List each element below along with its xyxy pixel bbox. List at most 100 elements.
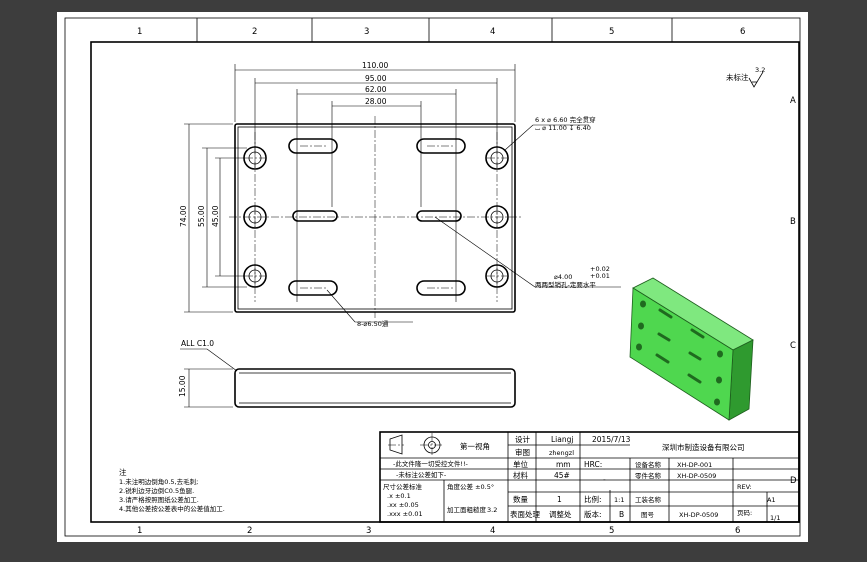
row-label-d: D — [790, 476, 797, 486]
col-label-5-bottom: 5 — [609, 526, 614, 536]
label-page: 页码: — [737, 509, 752, 517]
note-line-3: 3.请严格按照图纸公差加工. — [119, 495, 199, 504]
dim-28: 28.00 — [365, 97, 387, 106]
dim-15: 15.00 — [178, 375, 187, 397]
hole-top-right — [485, 146, 509, 170]
notes-block: 注 1.未注明边倒角0.5,去毛刺; 2.锐利边牙边倒C0.5鱼腿. 3.请严格… — [119, 467, 225, 513]
hole-mid-left — [243, 205, 267, 229]
col-label-2: 2 — [252, 27, 257, 37]
hole-bottom-left — [243, 264, 267, 288]
col-label-6: 6 — [740, 27, 745, 37]
tolerance-heading: -未标注公差如下- — [396, 470, 447, 479]
dim-45: 45.00 — [211, 205, 220, 227]
label-review: 审图 — [515, 447, 530, 457]
label-scale: 比例: — [584, 494, 602, 504]
chamfer-note: ALL C1.0 — [181, 339, 214, 348]
scale-value: 1:1 — [614, 496, 624, 504]
row-label-c: C — [790, 341, 796, 351]
title-block: 第一视角 -此文件隆一切受控文件!!- -未标注公差如下- 尺寸公差标准 角度公… — [379, 431, 800, 523]
col-label-6-bottom: 6 — [735, 526, 740, 536]
tol-row-1: .x ±0.1 — [387, 492, 411, 500]
tol-angle: 角度公差 ±0.5° — [447, 482, 494, 491]
iso-slots — [655, 308, 705, 384]
tol-surface: 加工面粗糙度 — [447, 505, 487, 514]
zone-ticks — [196, 18, 800, 413]
first-angle-projection-icon — [388, 433, 444, 457]
qty-value: 1 — [557, 495, 562, 504]
label-rev: REV: — [737, 483, 752, 491]
counterbore-callout: ⌴ ⌀ 11.00 ↧ 6.40 — [535, 124, 591, 132]
col-label-3: 3 — [364, 27, 369, 37]
label-part-name: 零件名称 — [635, 471, 662, 480]
col-label-3-bottom: 3 — [366, 526, 371, 536]
drawing-no-value: XH-DP-0509 — [679, 511, 718, 519]
dim-55: 55.00 — [197, 205, 206, 227]
company-name: 深圳市制造设备有限公司 — [662, 442, 745, 452]
roughness-symbol-icon — [748, 71, 764, 88]
tol-standard: 尺寸公差标准 — [383, 482, 423, 491]
note-line-1: 1.未注明边倒角0.5,去毛刺; — [119, 477, 198, 486]
outer-border — [64, 17, 801, 537]
label-version: 版本: — [584, 509, 602, 519]
label-station-name: 工装名称 — [635, 495, 662, 504]
roughness-label: 未标注 — [726, 72, 749, 82]
col-label-2-bottom: 2 — [247, 526, 252, 536]
page-value: 1/1 — [770, 514, 780, 522]
surface-value: 调整处 — [549, 509, 572, 519]
controlled-note: -此文件隆一切受控文件!!- — [393, 459, 469, 468]
side-view: ALL C1.0 15.00 — [178, 339, 516, 408]
iso-front-face — [629, 287, 734, 421]
hole-bottom-right — [485, 264, 509, 288]
zone-row-labels: A B C D — [790, 96, 797, 486]
iso-holes — [636, 300, 723, 406]
hole-mid-right — [485, 205, 509, 229]
designer-value: Liangj — [551, 435, 573, 444]
pin-dia: ⌀4.00 — [554, 273, 572, 281]
top-view: 110.00 95.00 62.00 28.00 74.00 55.00 45.… — [179, 61, 621, 328]
slot-callout: 8-⌀6.50通 — [357, 319, 389, 328]
col-label-4-bottom: 4 — [490, 526, 495, 536]
roughness-value: 3.2 — [755, 66, 765, 74]
tol-row-3: .xxx ±0.01 — [387, 510, 423, 518]
counterbored-holes — [243, 146, 509, 288]
side-outline — [234, 368, 516, 408]
note-line-4: 4.其他公差按公差表中的公差值加工. — [119, 504, 225, 513]
version-value: B — [619, 510, 624, 519]
dim-74: 74.00 — [179, 205, 188, 227]
unit-value: mm — [556, 460, 571, 469]
col-label-4: 4 — [490, 27, 495, 37]
equip-no-value: XH-DP-001 — [677, 461, 712, 469]
note-line-2: 2.锐利边牙边倒C0.5鱼腿. — [119, 486, 194, 495]
hrc-value: - — [603, 475, 606, 484]
col-label-1-bottom: 1 — [137, 526, 142, 536]
drawing-sheet: 1 2 3 4 5 6 1 2 3 4 5 6 A B C D 未标注 3.2 — [57, 12, 808, 542]
row-label-b: B — [790, 217, 796, 227]
holes-callout: 6 x ⌀ 6.60 完全贯穿 — [535, 115, 596, 124]
label-qty: 数量 — [513, 494, 528, 504]
pin-tol-plus: +0.02 — [590, 265, 610, 273]
pin-tol-minus: +0.01 — [590, 272, 610, 280]
col-label-5: 5 — [609, 27, 614, 37]
date-value: 2015/7/13 — [592, 435, 631, 444]
col-label-1: 1 — [137, 27, 142, 37]
slots — [288, 138, 466, 296]
dim-62: 62.00 — [365, 85, 387, 94]
pin-hole-callout: 两两型销孔-定要水平 — [535, 280, 596, 289]
label-surface: 表面处理 — [510, 509, 540, 519]
label-hrc: HRC: — [584, 460, 602, 469]
label-design: 设计 — [515, 434, 530, 444]
dim-110: 110.00 — [362, 61, 388, 70]
tol-surface-val: 3.2 — [487, 506, 497, 514]
label-drawing-no: 图号 — [641, 511, 655, 519]
material-value: 45# — [554, 471, 570, 480]
hole-top-left — [243, 146, 267, 170]
label-material: 材料 — [513, 470, 528, 480]
isometric-view — [629, 277, 754, 421]
projection-label: 第一视角 — [460, 441, 490, 451]
zone-col-labels: 1 2 3 4 5 6 1 2 3 4 5 6 — [137, 27, 745, 536]
drawing-canvas: 1 2 3 4 5 6 1 2 3 4 5 6 A B C D 未标注 3.2 — [64, 17, 801, 537]
part-no-value: XH-DP-0509 — [677, 472, 716, 480]
rev-value: A1 — [767, 496, 776, 504]
tol-row-2: .xx ±0.05 — [387, 501, 419, 509]
notes-title: 注 — [119, 467, 127, 477]
